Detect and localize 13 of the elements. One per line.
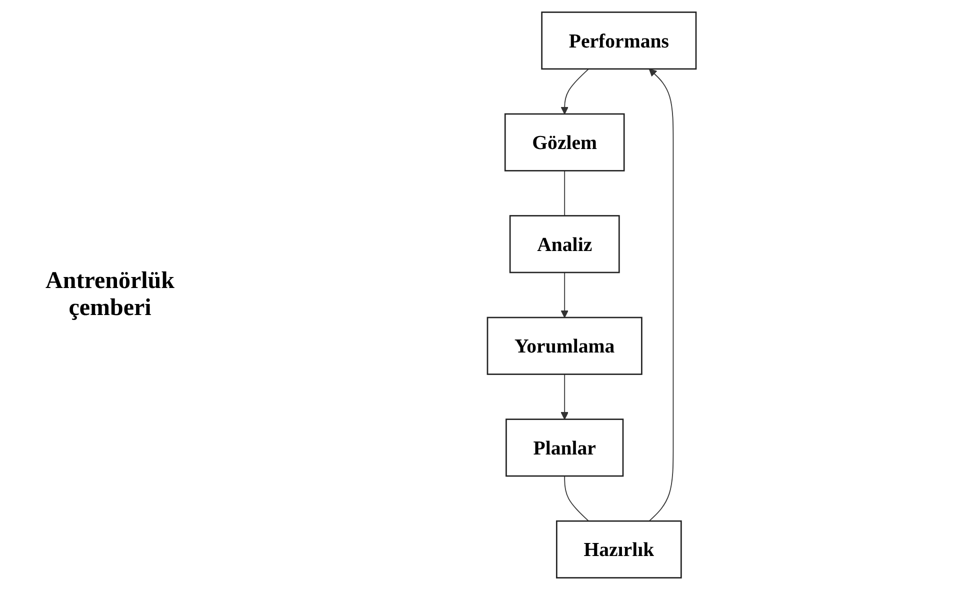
node-box: Performans: [541, 12, 697, 70]
connector: [564, 170, 566, 216]
connector: [564, 476, 590, 522]
node-box: Hazırlık: [556, 520, 682, 578]
node-box: Analiz: [510, 215, 620, 274]
arrow: [649, 68, 674, 522]
arrow: [560, 272, 569, 318]
arrow: [560, 68, 590, 114]
diagram-label: Antrenörlük çemberi: [44, 268, 176, 322]
node-box: Gözlem: [504, 113, 625, 172]
node-box: Planlar: [506, 418, 624, 477]
node-box: Yorumlama: [487, 316, 643, 375]
arrow: [560, 374, 569, 420]
